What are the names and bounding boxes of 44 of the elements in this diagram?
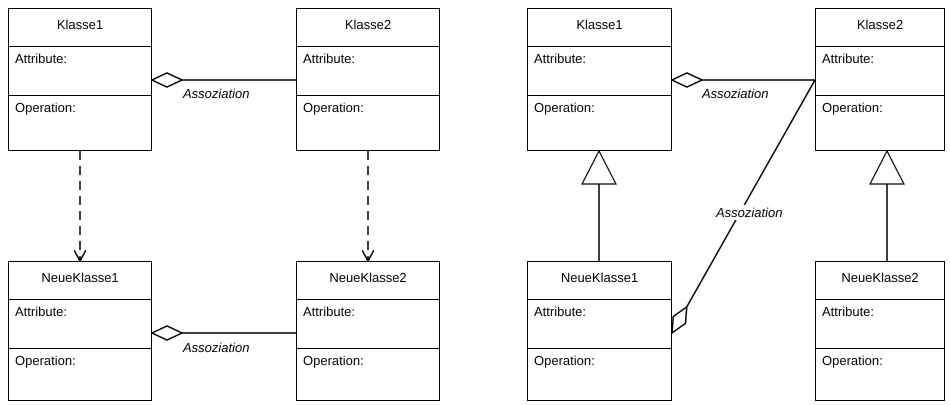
- class-box: [815, 261, 945, 401]
- class-name: NeueKlasse1: [41, 270, 119, 285]
- aggregation-line: [151, 72, 296, 88]
- aggregation-line: [151, 325, 296, 341]
- inheritance-arrow: [869, 150, 905, 261]
- class-name: Klasse2: [344, 17, 392, 32]
- edge-label: Assoziation: [700, 86, 770, 101]
- operations-label: Operation:: [822, 353, 883, 368]
- class-box: [527, 261, 672, 401]
- class-box: [296, 261, 440, 401]
- inheritance-arrow: [581, 150, 617, 261]
- attributes-label: Attribute:: [534, 304, 586, 319]
- aggregation-line: [671, 72, 815, 88]
- operations-label: Operation:: [303, 353, 364, 368]
- class-name: Klasse1: [576, 17, 623, 32]
- class-box: [8, 261, 152, 401]
- class-box: [527, 8, 672, 151]
- attributes-label: Attribute:: [15, 51, 68, 66]
- operations-label: Operation:: [15, 353, 76, 368]
- class-name: Klasse2: [856, 17, 904, 32]
- class-name: Klasse1: [56, 17, 104, 32]
- class-name: NeueKlasse1: [560, 270, 638, 285]
- attributes-label: Attribute:: [303, 304, 356, 319]
- attributes-label: Attribute:: [303, 51, 356, 66]
- class-name: NeueKlasse2: [841, 270, 919, 285]
- dependency-arrow: [73, 151, 87, 262]
- operations-label: Operation:: [15, 100, 76, 115]
- edge-label: Assoziation: [181, 86, 252, 101]
- operations-label: Operation:: [534, 353, 595, 368]
- operations-label: Operation:: [303, 100, 364, 115]
- class-box: [296, 8, 440, 151]
- edge-label: Assoziation: [714, 205, 784, 220]
- dependency-arrow: [361, 151, 375, 262]
- edge-label: Assoziation: [181, 340, 252, 355]
- aggregation-line: [671, 80, 816, 334]
- attributes-label: Attribute:: [822, 304, 874, 319]
- attributes-label: Attribute:: [15, 304, 68, 319]
- operations-label: Operation:: [534, 100, 595, 115]
- operations-label: Operation:: [822, 100, 883, 115]
- class-box: [8, 8, 152, 151]
- class-name: NeueKlasse2: [329, 270, 407, 285]
- class-box: [815, 8, 945, 151]
- attributes-label: Attribute:: [822, 51, 874, 66]
- attributes-label: Attribute:: [534, 51, 586, 66]
